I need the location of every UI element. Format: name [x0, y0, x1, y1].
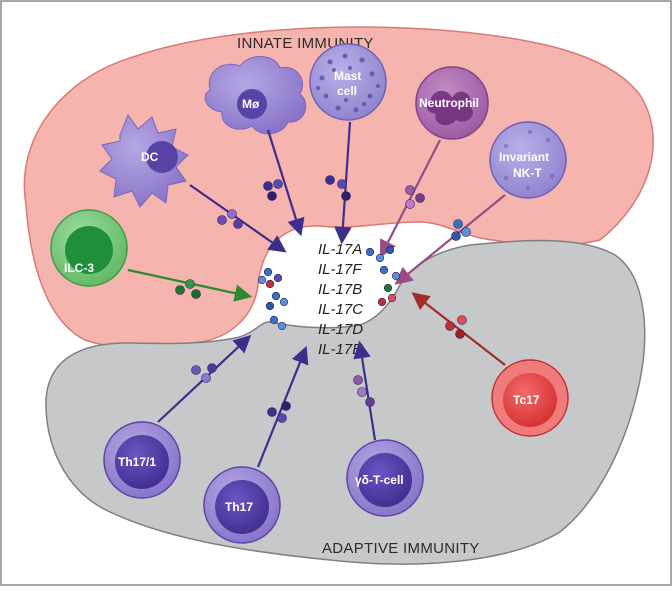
- cytokine-il17b: IL-17B: [318, 281, 362, 298]
- ilc3-cell: ILC-3: [50, 209, 128, 287]
- cytokine-il17a: IL-17A: [318, 241, 362, 258]
- adaptive-immunity-label: ADAPTIVE IMMUNITY: [322, 540, 480, 557]
- cytokine-il17d: IL-17D: [318, 321, 363, 338]
- dendritic-cell: DC: [99, 113, 189, 208]
- arrow-nkt: [394, 194, 506, 285]
- ilc3-label: ILC-3: [64, 261, 94, 275]
- th17-cell: Th17: [203, 466, 281, 544]
- mast-cell: Mast cell: [309, 43, 387, 121]
- nkt-label-line1: Invariant: [499, 150, 549, 164]
- nkt-label-line2: NK-T: [513, 166, 542, 180]
- neutrophil-label: Neutrophil: [419, 96, 479, 110]
- arrow-macrophage: [266, 129, 305, 237]
- th17-1-cell: Th17/1: [103, 421, 181, 499]
- th17-label: Th17: [225, 500, 253, 514]
- macrophage-cell: Mø: [204, 56, 307, 135]
- arrow-dc: [189, 184, 287, 253]
- invariant-nkt-cell: Invariant NK-T: [489, 121, 567, 199]
- dc-label: DC: [141, 150, 159, 164]
- cytokine-il17f: IL-17F: [318, 261, 362, 278]
- arrow-th17: [256, 345, 309, 468]
- arrow-neutrophil: [380, 139, 441, 258]
- tc17-label: Tc17: [513, 393, 540, 407]
- cytokine-il17e: IL-17E: [318, 341, 363, 358]
- macrophage-label: Mø: [242, 97, 260, 111]
- gamma-delta-t-cell: γδ-T-cell: [346, 439, 424, 517]
- mast-cell-label-line2: cell: [337, 84, 357, 98]
- arrow-gamma-delta: [353, 340, 377, 441]
- cytokine-il17c: IL-17C: [318, 301, 363, 318]
- th17-1-label: Th17/1: [118, 455, 156, 469]
- arrow-mast: [334, 121, 352, 245]
- cytokine-dots: [175, 175, 471, 423]
- cytokine-list: IL-17A IL-17F IL-17B IL-17C IL-17D IL-17…: [318, 241, 363, 358]
- tc17-cell: Tc17: [491, 359, 569, 437]
- neutrophil-cell: Neutrophil: [415, 66, 489, 140]
- gamma-delta-t-label: γδ-T-cell: [355, 473, 404, 487]
- mast-cell-label-line1: Mast: [334, 69, 361, 83]
